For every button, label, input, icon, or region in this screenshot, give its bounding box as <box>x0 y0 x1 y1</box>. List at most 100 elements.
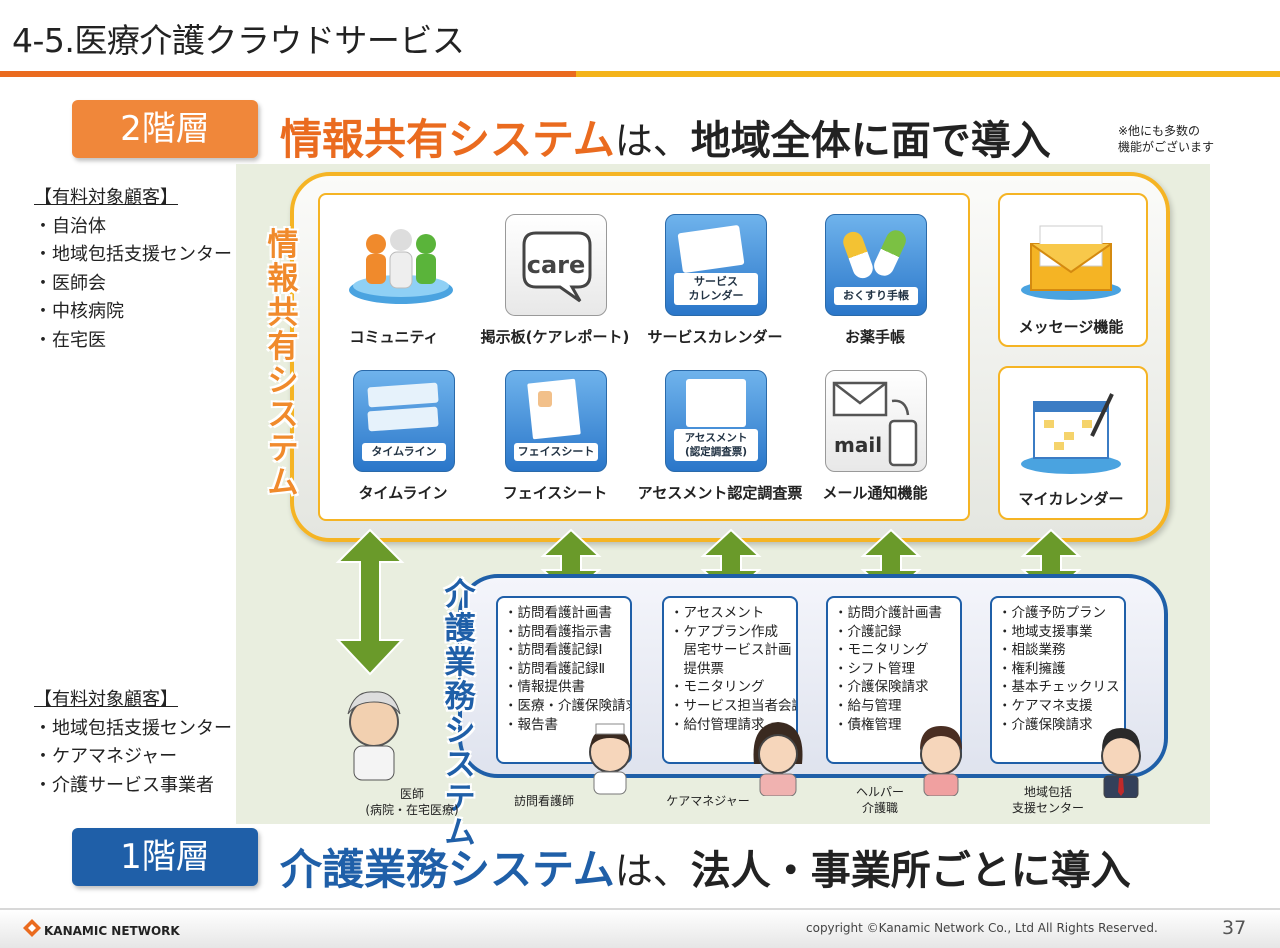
care-item: ・ケアプラン作成 <box>670 623 778 640</box>
role-line: ヘルパー <box>855 785 904 799</box>
role-label-helper: ヘルパー 介護職 <box>820 784 940 816</box>
customer-item: ・中核病院 <box>34 301 124 322</box>
title-char: ム <box>267 465 299 501</box>
title-char: 務 <box>444 679 476 715</box>
title-underline <box>0 71 1280 77</box>
title-char: 護 <box>444 611 476 647</box>
care-manager-avatar <box>753 722 803 796</box>
feature-label: メール通知機能 <box>822 484 928 502</box>
community-icon <box>346 228 456 308</box>
care-item: ・サービス担当者会議 <box>670 697 798 714</box>
care-item: ・情報提供書 <box>504 679 585 696</box>
customer-item: ・在宅医 <box>34 329 106 351</box>
care-item: ・シフト管理 <box>834 660 915 677</box>
care-column-helper: ・訪問介護計画書 ・介護記録 ・モニタリング ・シフト管理 ・介護保険請求 ・給… <box>826 596 962 764</box>
customers-top: 【有料対象顧客】 ・自治体 ・地域包括支援センター ・医師会 ・中核病院 ・在宅… <box>34 184 232 355</box>
feature-label: タイムライン <box>358 484 448 502</box>
care-item: 提供票 <box>670 660 724 677</box>
helper-avatar <box>920 726 962 796</box>
role-line: (病院・在宅医療) <box>365 803 459 817</box>
title-char: 業 <box>444 645 476 681</box>
feature-label: サービスカレンダー <box>647 328 783 346</box>
care-item: ・基本チェックリスト <box>998 679 1126 696</box>
care-bubble-icon: care <box>505 214 607 316</box>
care-column-regional: ・介護予防プラン ・地域支援事業 ・相談業務 ・権利擁護 ・基本チェックリスト … <box>990 596 1126 764</box>
regional-center-avatar <box>1101 728 1141 798</box>
role-label-regional: 地域包括 支援センター <box>988 784 1108 816</box>
timeline-icon: タイムライン <box>353 370 455 472</box>
role-line: 訪問看護師 <box>513 794 574 808</box>
care-column-caremanager: ・アセスメント ・ケアプラン作成 居宅サービス計画 提供票 ・モニタリング ・サ… <box>662 596 798 764</box>
mail-icon: mail <box>825 370 927 472</box>
care-item: ・介護記録 <box>834 623 902 640</box>
role-label-doctor: 医師 (病院・在宅医療) <box>352 786 472 818</box>
tier2-mid: は、 <box>614 119 691 163</box>
note: ※他にも多数の 機能がございます <box>1118 123 1214 155</box>
face-sheet-icon: フェイスシート <box>505 370 607 472</box>
title-char: 共 <box>267 295 299 331</box>
customers-heading: 【有料対象顧客】 <box>34 689 178 710</box>
logo-text: KANAMIC NETWORK <box>44 924 180 938</box>
slide-title: 4-5.医療介護クラウドサービス <box>12 21 465 60</box>
title-char: ス <box>444 747 476 783</box>
customers-bottom: 【有料対象顧客】 ・地域包括支援センター ・ケアマネジャー ・介護サービス事業者 <box>34 686 232 800</box>
care-item: ・給与管理 <box>834 697 902 714</box>
role-line: 地域包括 <box>1023 785 1072 799</box>
nurse-avatar <box>589 723 631 795</box>
kanamic-logo-icon <box>23 919 41 937</box>
customers-heading: 【有料対象顧客】 <box>34 187 178 208</box>
icon-caption: アセスメント (認定調査票) <box>674 429 758 461</box>
title-char: シ <box>267 363 299 399</box>
footer <box>0 910 1280 948</box>
care-item: ・訪問看護記録Ⅱ <box>504 660 606 677</box>
customer-item: ・地域包括支援センター <box>34 717 232 739</box>
title-char: テ <box>267 431 299 467</box>
tier1-badge: 1階層 <box>72 828 258 886</box>
care-text: care <box>526 251 586 279</box>
note-line: ※他にも多数の <box>1118 124 1201 138</box>
feature-label: メッセージ機能 <box>1018 318 1124 336</box>
feature-label: フェイスシート <box>502 484 608 502</box>
care-item: ・地域支援事業 <box>998 623 1093 640</box>
feature-label: 掲示板(ケアレポート) <box>480 328 630 346</box>
title-char: 情 <box>267 227 299 263</box>
feature-label: コミュニティ <box>349 328 439 346</box>
care-item: ・給付管理請求 <box>670 716 765 733</box>
title-char: 介 <box>444 577 476 613</box>
title-char: 報 <box>267 261 299 297</box>
page-number: 37 <box>1222 917 1247 939</box>
copyright: copyright ©Kanamic Network Co., Ltd All … <box>806 921 1158 935</box>
feature-label: マイカレンダー <box>1018 490 1124 508</box>
tier2-highlight: 情報共有システム <box>280 115 615 164</box>
role-label-care-manager: ケアマネジャー <box>648 793 768 809</box>
service-calendar-icon: サービス カレンダー <box>665 214 767 316</box>
care-item: ・訪問介護計画書 <box>834 605 942 621</box>
customer-item: ・医師会 <box>34 272 106 294</box>
tier2-badge: 2階層 <box>72 100 258 158</box>
care-item: ・アセスメント <box>670 605 765 621</box>
tier1-headline: 介護業務システムは、法人・事業所ごとに導入 <box>280 836 1131 897</box>
care-item: ・訪問看護計画書 <box>504 605 612 621</box>
my-calendar-icon <box>1016 388 1126 478</box>
role-line: 介護職 <box>861 801 898 815</box>
title-char: ム <box>444 815 476 851</box>
title-char: シ <box>444 713 476 749</box>
care-item: ・モニタリング <box>670 679 765 696</box>
info-system-title: 情 報 共 有 シ ス テ ム <box>263 228 303 500</box>
assessment-icon: アセスメント (認定調査票) <box>665 370 767 472</box>
role-line: 支援センター <box>1011 801 1084 815</box>
footer-divider <box>0 908 1280 910</box>
mail-text: mail <box>834 433 883 457</box>
care-item: ・権利擁護 <box>998 660 1066 677</box>
icon-caption: サービス カレンダー <box>674 273 758 305</box>
care-system-title: 介 護 業 務 シ ス テ ム <box>440 578 480 850</box>
care-item: ・介護保険請求 <box>998 716 1093 733</box>
care-item: ・報告書 <box>504 716 558 733</box>
care-item: ・相談業務 <box>998 642 1066 659</box>
tier1-highlight: 介護業務システム <box>280 845 615 894</box>
customer-item: ・地域包括支援センター <box>34 244 232 265</box>
double-arrow-icon <box>335 528 405 676</box>
care-item: ・訪問看護指示書 <box>504 623 612 640</box>
tier1-mid: は、 <box>614 849 691 893</box>
title-char: 有 <box>267 329 299 365</box>
